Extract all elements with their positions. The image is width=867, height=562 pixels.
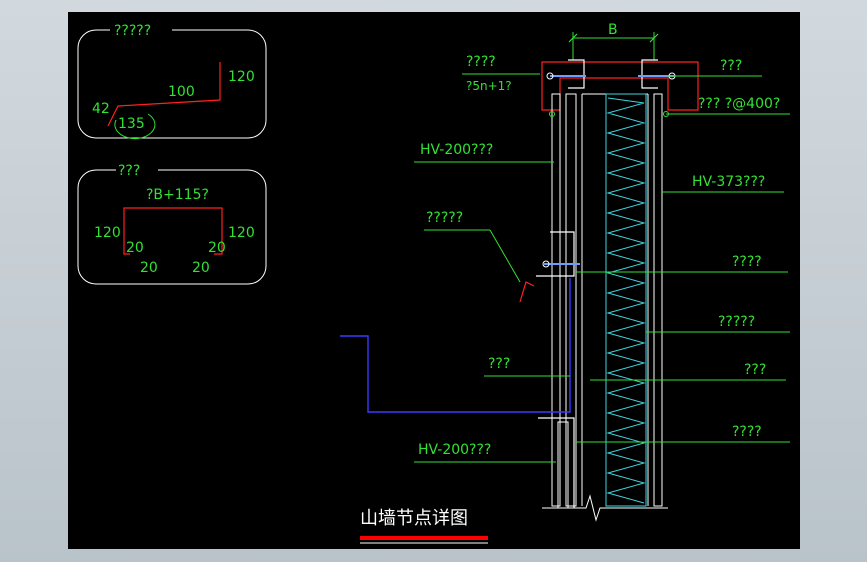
cad-drawing-canvas[interactable]: ????? 100 120 42 135 ??? ?B+115? 120 120…	[68, 12, 800, 549]
insulation-core	[605, 93, 647, 507]
top-bracket-left	[568, 59, 585, 89]
dimension-tick-right	[649, 33, 659, 43]
detail-2-frame	[77, 169, 267, 285]
label-top-callout: ????	[466, 54, 496, 70]
label-bracket: ?????	[426, 210, 463, 226]
detail-2-dim-foot-left: 20	[140, 260, 158, 276]
dimension-tick-left	[568, 33, 578, 43]
label-right-r4: ????	[732, 254, 762, 270]
label-right-r7: ????	[732, 424, 762, 440]
label-top-callout-sub: ?5n+1?	[466, 79, 512, 93]
detail-1-title-gap	[110, 22, 172, 38]
drawing-title: 山墙节点详图	[360, 508, 468, 529]
top-bolt-head-left	[546, 72, 554, 80]
top-bracket-right	[641, 59, 658, 89]
detail-2-dim-inner-right: 20	[208, 240, 226, 256]
detail-2-dim-right: 120	[228, 225, 255, 241]
drawing-svg: ????? 100 120 42 135 ??? ?B+115? 120 120…	[77, 22, 790, 544]
lower-bracket	[538, 417, 575, 508]
top-cap-flashing	[541, 61, 699, 111]
flashing-profile-line	[107, 62, 221, 127]
bracket-drip-flashing	[519, 281, 535, 303]
detail-2-title: ???	[118, 163, 140, 179]
outer-panel-left	[551, 93, 561, 507]
outer-panel-right	[653, 93, 663, 507]
channel-profile-line	[123, 207, 223, 255]
label-panel-1: HV-200???	[420, 142, 493, 158]
title-underline	[360, 536, 488, 540]
detail-1-dim-left: 42	[92, 101, 110, 117]
detail-flashing-profile: ????? 100 120 42 135	[77, 22, 267, 140]
leader-bracket-d	[489, 229, 521, 283]
dimension-b-label: B	[608, 22, 618, 38]
angle-arc	[114, 113, 156, 140]
detail-2-width-label: ?B+115?	[146, 187, 209, 203]
detail-1-frame	[77, 29, 267, 139]
label-right-r6: ???	[744, 362, 766, 378]
detail-channel-profile: ??? ?B+115? 120 120 20 20 20 20	[77, 162, 267, 285]
fastener-left-top	[549, 111, 555, 117]
detail-2-dim-foot-right: 20	[192, 260, 210, 276]
insulation-pattern	[606, 97, 646, 504]
label-panel-2: HV-200???	[418, 442, 491, 458]
mid-bracket	[536, 231, 575, 277]
label-right-r5: ?????	[718, 314, 755, 330]
detail-1-dim-right: 120	[228, 69, 255, 85]
label-right-panel: HV-373???	[692, 174, 765, 190]
mid-bolt-head	[542, 260, 550, 268]
break-line	[542, 494, 668, 522]
gable-wall-section: B	[340, 22, 790, 522]
detail-1-dim-top: 100	[168, 84, 195, 100]
detail-1-title: ?????	[114, 23, 151, 39]
detail-2-dim-inner-left: 20	[126, 240, 144, 256]
label-right-fastener: ??? ?@400?	[698, 96, 780, 112]
detail-1-angle: 135	[118, 116, 145, 132]
detail-2-dim-left: 120	[94, 225, 121, 241]
gutter-profile	[340, 278, 571, 413]
stud-left	[565, 93, 577, 507]
detail-2-title-gap	[116, 162, 158, 178]
label-gutter: ???	[488, 356, 510, 372]
label-right-top: ???	[720, 58, 742, 74]
